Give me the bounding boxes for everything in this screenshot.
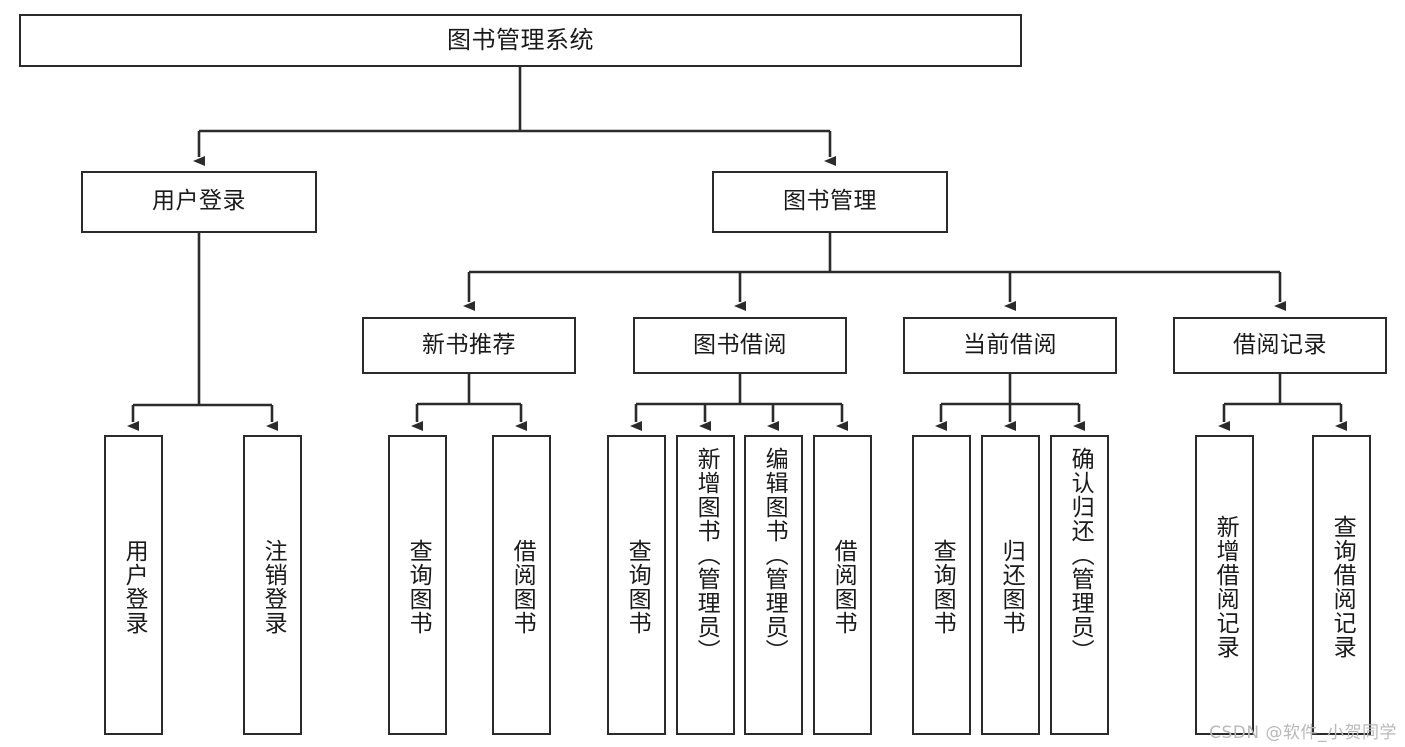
node-root-book-management-system[interactable]: 图书管理系统: [19, 14, 1022, 67]
node-current-borrowing[interactable]: 当前借阅: [903, 317, 1117, 374]
leaf-query-borrow-record[interactable]: 查询借阅记录: [1312, 435, 1371, 735]
leaf-edit-book-admin[interactable]: 编辑图书（管理员）: [744, 435, 803, 735]
leaf-logout[interactable]: 注销登录: [243, 435, 302, 735]
leaf-borrow-book-new[interactable]: 借阅图书: [492, 435, 551, 735]
leaf-query-book-new[interactable]: 查询图书: [388, 435, 447, 735]
leaf-query-book-current[interactable]: 查询图书: [912, 435, 971, 735]
node-book-management[interactable]: 图书管理: [712, 171, 948, 233]
node-book-borrowing[interactable]: 图书借阅: [633, 317, 847, 374]
leaf-query-book-borrow[interactable]: 查询图书: [607, 435, 666, 735]
leaf-user-login[interactable]: 用户登录: [104, 435, 163, 735]
leaf-add-borrow-record[interactable]: 新增借阅记录: [1195, 435, 1254, 735]
leaf-return-book[interactable]: 归还图书: [981, 435, 1040, 735]
leaf-add-book-admin[interactable]: 新增图书（管理员）: [676, 435, 735, 735]
node-borrowing-records[interactable]: 借阅记录: [1173, 317, 1387, 374]
node-user-login[interactable]: 用户登录: [81, 171, 317, 233]
node-new-book-recommendation[interactable]: 新书推荐: [362, 317, 576, 374]
watermark-text: CSDN @软件_小贺同学: [1209, 723, 1397, 743]
leaf-confirm-return-admin[interactable]: 确认归还（管理员）: [1050, 435, 1109, 735]
leaf-borrow-book-borrow[interactable]: 借阅图书: [813, 435, 872, 735]
